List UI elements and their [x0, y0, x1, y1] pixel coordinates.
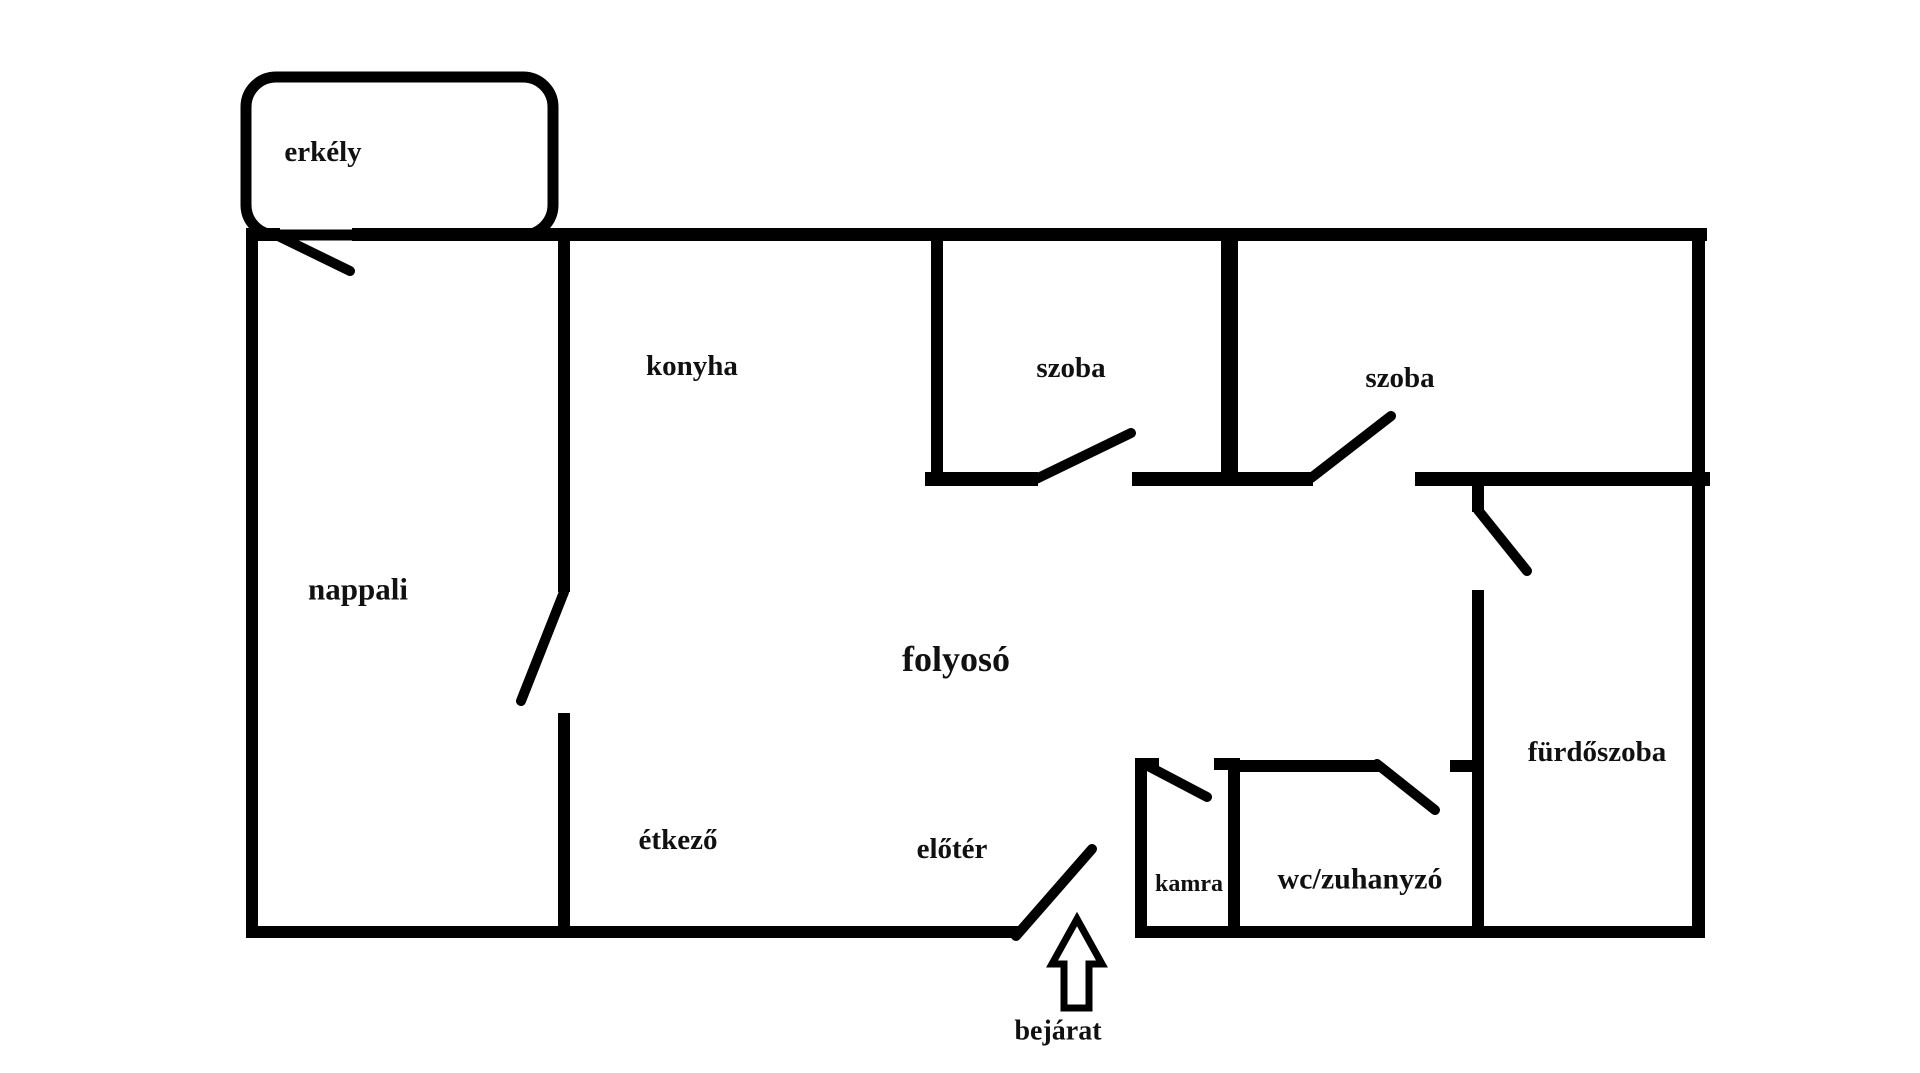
- wall-kamra-left: [1135, 758, 1147, 938]
- room-label-szoba-2: szoba: [1365, 362, 1435, 394]
- wall-szoba-bottom-a: [925, 472, 1038, 486]
- door-swing-szoba2-door: [1306, 411, 1396, 483]
- room-label-folyoso: folyosó: [902, 639, 1010, 679]
- entrance-arrow-icon: [1046, 911, 1108, 1012]
- wall-wc-top: [1240, 760, 1380, 772]
- door-swing-balcony-door: [267, 228, 355, 276]
- room-label-konyha: konyha: [646, 350, 738, 382]
- wall-szoba-divider-thick: [1221, 241, 1238, 486]
- door-swing-kamra-door: [1143, 761, 1212, 802]
- room-label-eloter: előtér: [917, 833, 988, 865]
- door-swing-nappali-door: [516, 587, 569, 706]
- room-label-etkezo: étkező: [639, 824, 718, 856]
- wall-wc-top-cap: [1450, 760, 1472, 772]
- wall-outer-right: [1692, 228, 1705, 938]
- wall-furdoszoba-left: [1472, 590, 1484, 938]
- wall-wc-left-cap: [1214, 758, 1240, 770]
- wall-outer-bottom-left: [246, 926, 1020, 938]
- wall-nappali-divider-lower: [558, 713, 570, 926]
- door-swing-entrance-door: [1011, 844, 1097, 941]
- wall-outer-bottom-right: [1135, 926, 1705, 938]
- room-label-erkely: erkély: [284, 136, 362, 168]
- door-swing-wc-door: [1372, 759, 1440, 815]
- door-swing-szoba1-door: [1031, 428, 1136, 484]
- wall-wc-left: [1228, 758, 1240, 938]
- wall-furdoszoba-door-stub: [1472, 486, 1484, 512]
- room-label-bejarat: bejárat: [1014, 1016, 1102, 1047]
- room-label-szoba-1: szoba: [1036, 352, 1106, 384]
- room-label-kamra: kamra: [1155, 871, 1223, 897]
- wall-outer-left: [246, 228, 258, 938]
- wall-outer-top: [352, 228, 1707, 241]
- room-label-wc-zuhanyzo: wc/zuhanyzó: [1278, 863, 1443, 896]
- wall-nappali-divider-upper: [558, 241, 570, 592]
- room-label-furdoszoba: fürdőszoba: [1528, 736, 1667, 768]
- door-swing-furdoszoba-door: [1473, 505, 1532, 576]
- wall-szoba1-left: [931, 241, 943, 482]
- room-label-nappali: nappali: [308, 572, 408, 607]
- wall-szoba-bottom-c: [1415, 472, 1710, 486]
